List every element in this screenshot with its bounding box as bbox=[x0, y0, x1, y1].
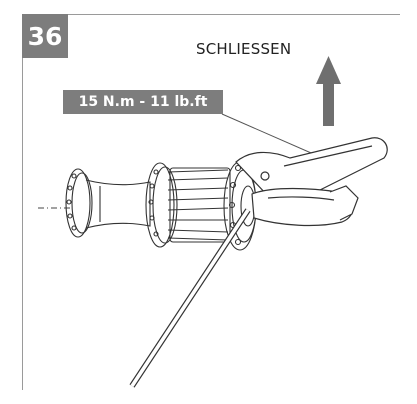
step-number-badge: 36 bbox=[22, 14, 68, 58]
action-label: SCHLIESSEN bbox=[196, 40, 292, 58]
frame-border-top bbox=[22, 14, 400, 15]
hex-key-tool bbox=[129, 185, 359, 388]
hub-body bbox=[65, 161, 257, 251]
close-direction-arrow-icon bbox=[316, 56, 341, 126]
torque-spec-label: 15 N.m - 11 lb.ft bbox=[63, 90, 223, 114]
frame-border-left bbox=[22, 14, 23, 390]
torque-leader-line bbox=[221, 113, 319, 157]
